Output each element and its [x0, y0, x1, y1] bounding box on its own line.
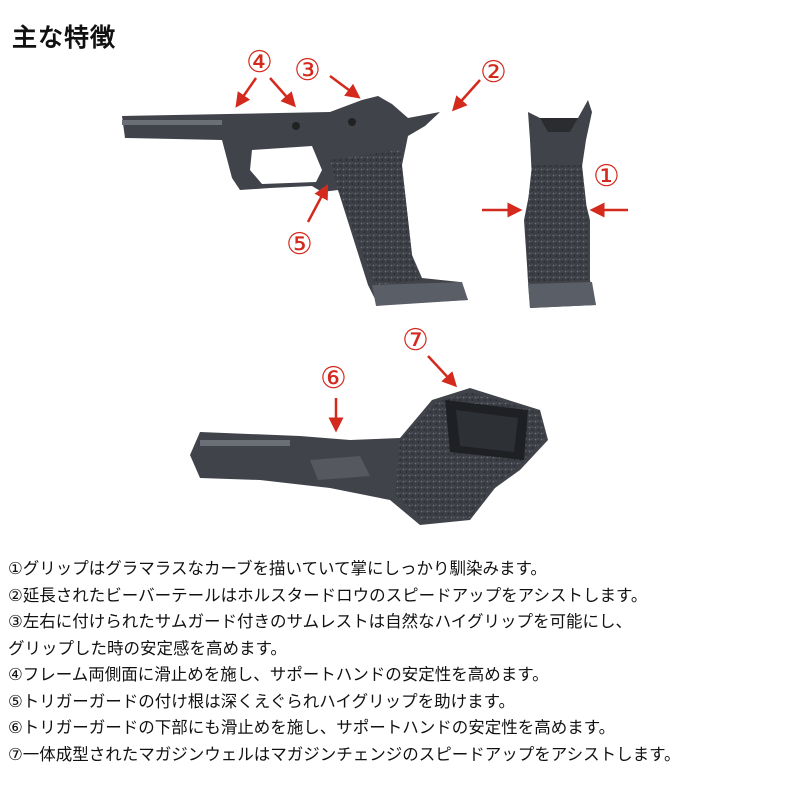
- arrow-4-left: [235, 77, 258, 108]
- feature-item-7: ⑦一体成型されたマガジンウェルはマガジンチェンジのスピードアップをアシストします…: [8, 744, 681, 764]
- feature-item-4: ④フレーム両側面に滑止めを施し、サポートハンドの安定性を高めます。: [8, 665, 549, 684]
- arrow-4-right: [269, 77, 296, 108]
- product-figure: ④ ③ ② ① ⑤ ⑥ ⑦: [122, 45, 628, 525]
- feature-item-3: ③左右に付けられたサムガード付きのサムレストは自然なハイグリップを可能にし、: [8, 612, 632, 631]
- arrow-3: [329, 74, 361, 99]
- callout-2: ②: [480, 55, 507, 90]
- feature-list: ①グリップはグラマラスなカーブを描いていて掌にしっかり馴染みます。 ②延長された…: [8, 556, 680, 768]
- grip-back-view: [524, 100, 596, 308]
- feature-item-3-continued: グリップした時の安定感を高めます。: [8, 638, 287, 658]
- feature-item-2: ②延長されたビーバーテールはホルスタードロウのスピードアップをアシストします。: [8, 585, 648, 605]
- page-title: 主な特徴: [12, 23, 117, 52]
- callout-5: ⑤: [286, 227, 313, 262]
- callout-6: ⑥: [320, 361, 347, 396]
- feature-item-6: ⑥トリガーガードの下部にも滑止めを施し、サポートハンドの安定性を高めます。: [8, 718, 616, 737]
- callout-4: ④: [246, 45, 273, 80]
- feature-item-5: ⑤トリガーガードの付け根は深くえぐられハイグリップを助けます。: [8, 691, 515, 711]
- frame-bottom-view: [190, 388, 548, 525]
- arrow-5: [306, 184, 329, 223]
- callout-3: ③: [294, 53, 321, 88]
- arrow-7: [427, 355, 458, 388]
- callout-1: ①: [593, 159, 620, 194]
- frame-side-view: [122, 96, 468, 306]
- callout-arrows: [235, 74, 628, 433]
- callout-7: ⑦: [402, 323, 429, 358]
- feature-item-1: ①グリップはグラマラスなカーブを描いていて掌にしっかり馴染みます。: [8, 559, 547, 578]
- arrow-2: [452, 79, 481, 112]
